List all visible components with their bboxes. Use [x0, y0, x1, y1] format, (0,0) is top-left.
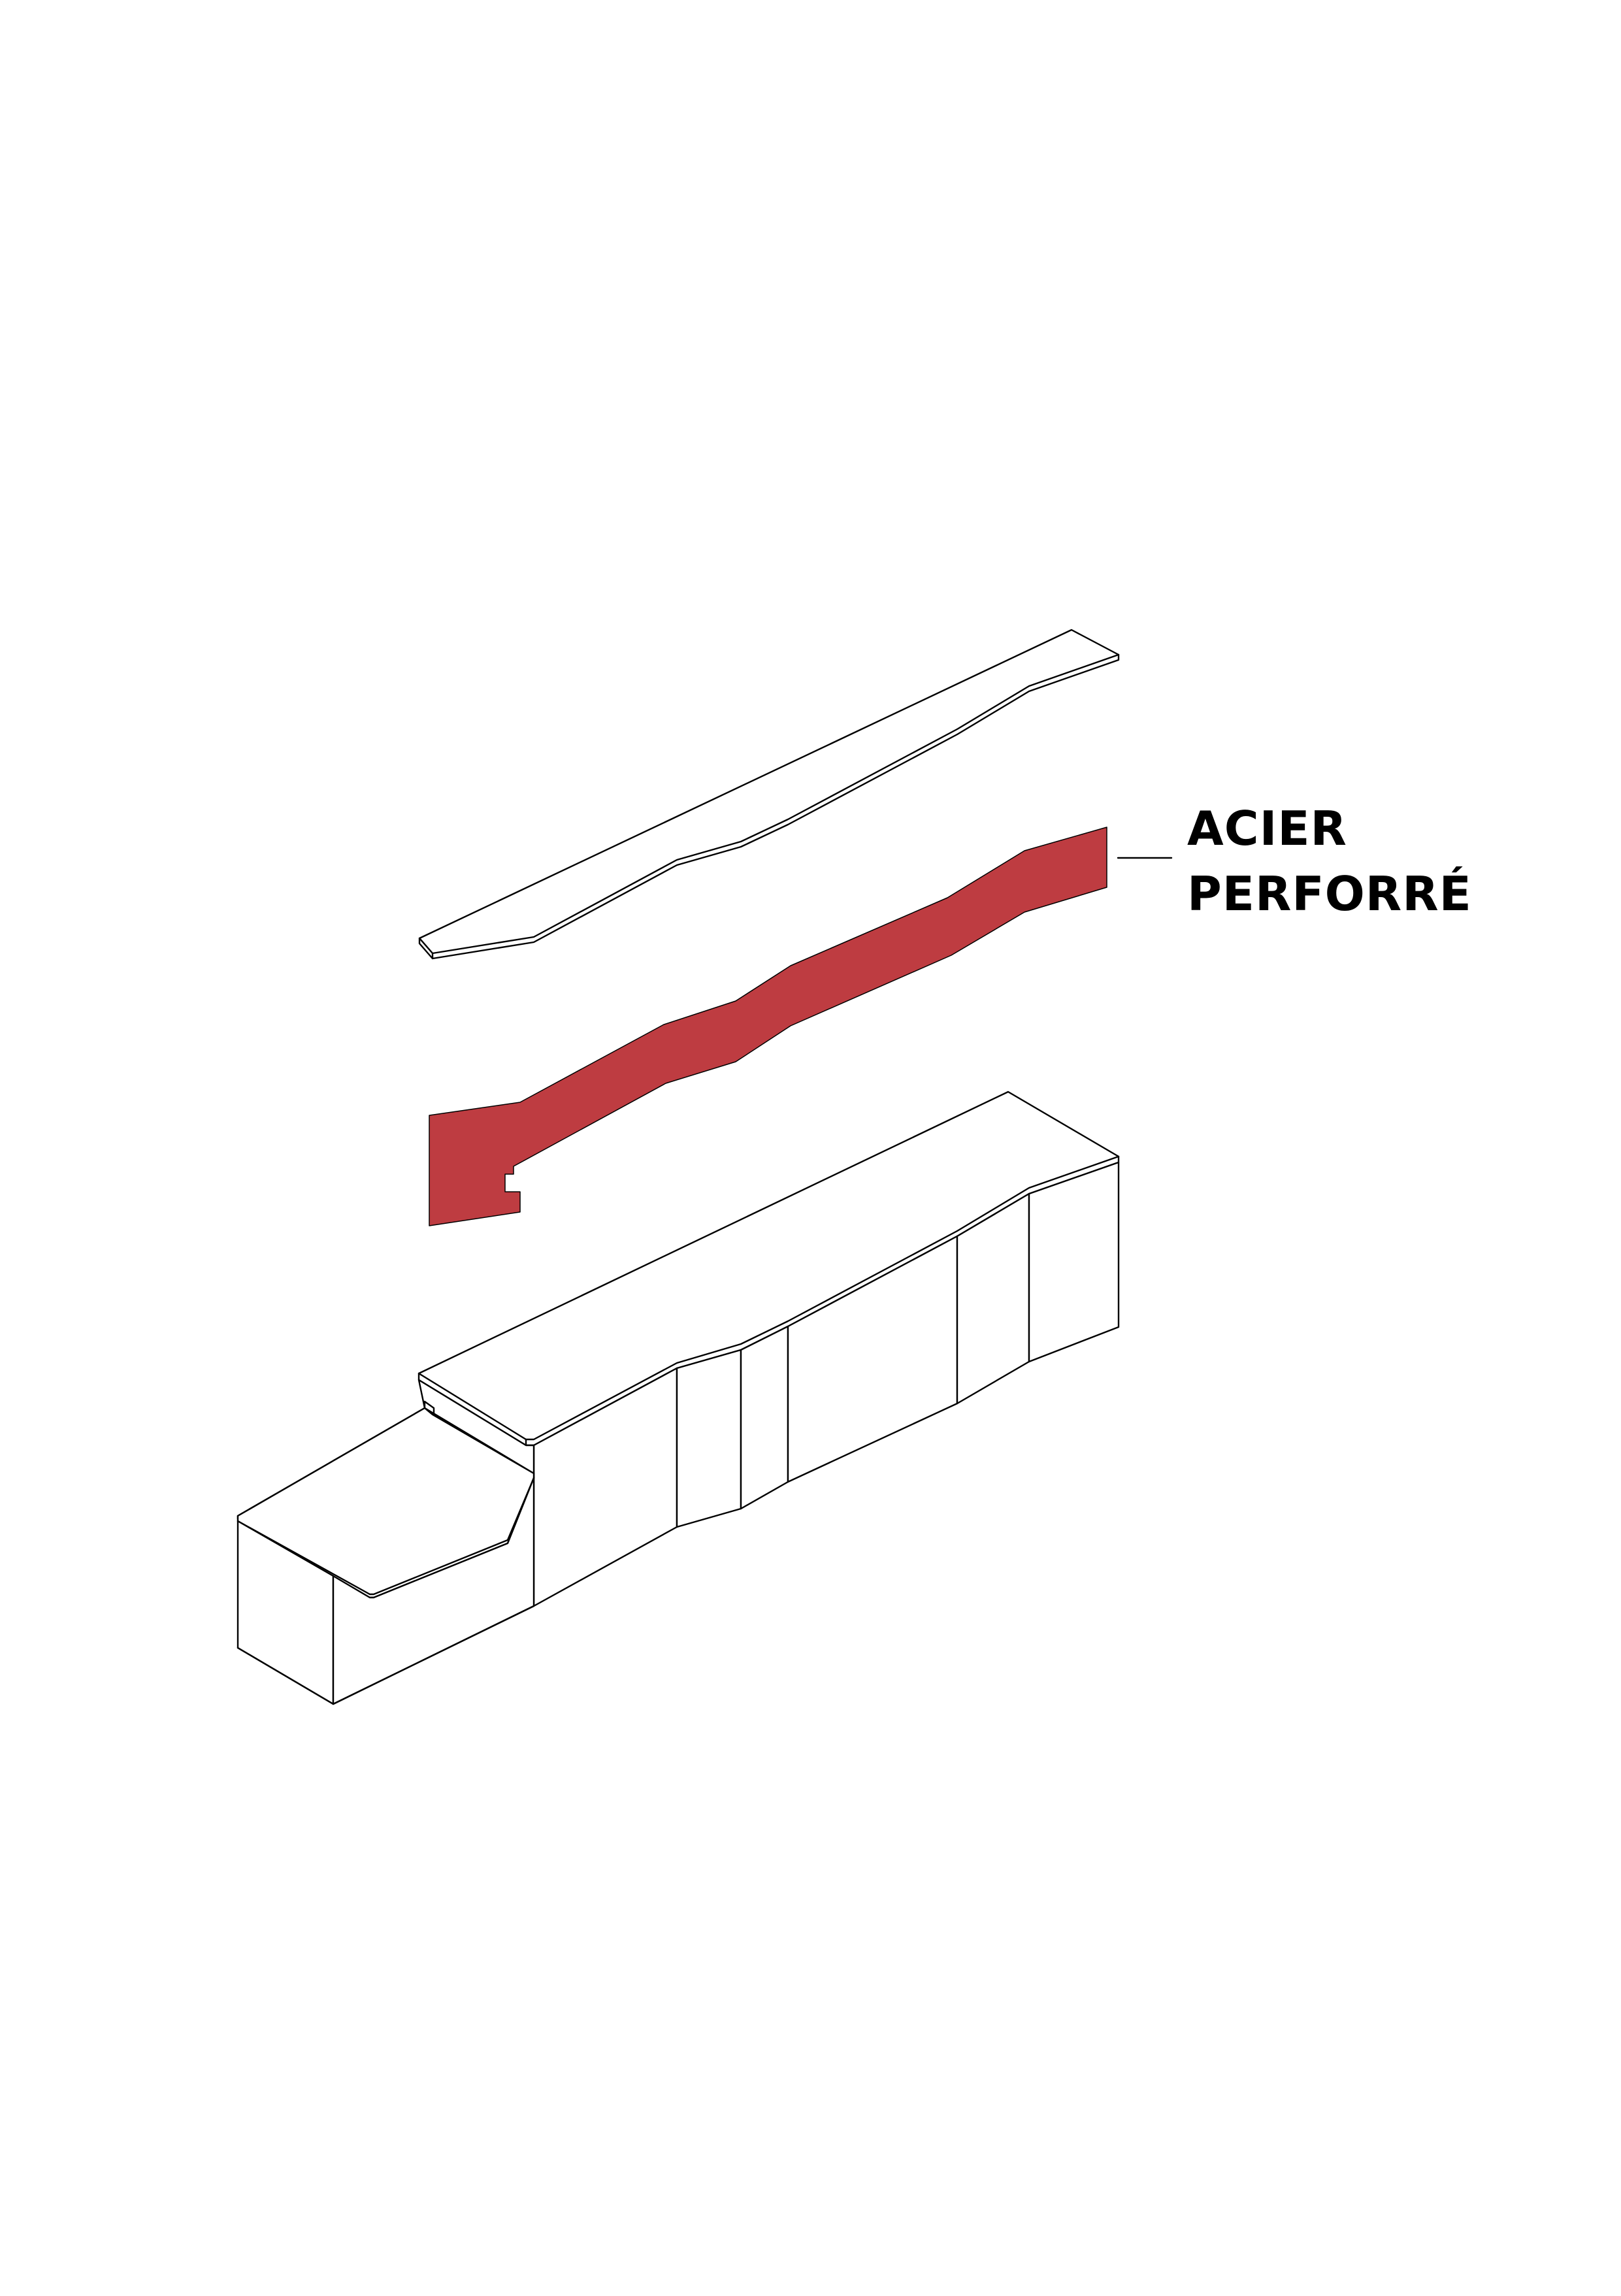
perforated-steel-panel	[429, 827, 1107, 1226]
material-label-line-2: PERFORRÉ	[1187, 866, 1472, 921]
countertop-plate	[418, 629, 1120, 960]
counter-front-panel-3	[740, 1325, 789, 1510]
reception-counter	[237, 1091, 1120, 1705]
counter-front-panel-2	[676, 1349, 742, 1528]
counter-front-panel-6	[1028, 1161, 1120, 1363]
material-label-line-1: ACIER	[1187, 801, 1347, 856]
material-label: ACIER PERFORRÉ	[1187, 796, 1472, 927]
counter-lower-wing-ground-line	[237, 1605, 535, 1705]
countertop-plate-edge-right	[431, 653, 1120, 960]
counter-main-top	[418, 1091, 1120, 1441]
countertop-plate-top-face	[418, 629, 1120, 955]
